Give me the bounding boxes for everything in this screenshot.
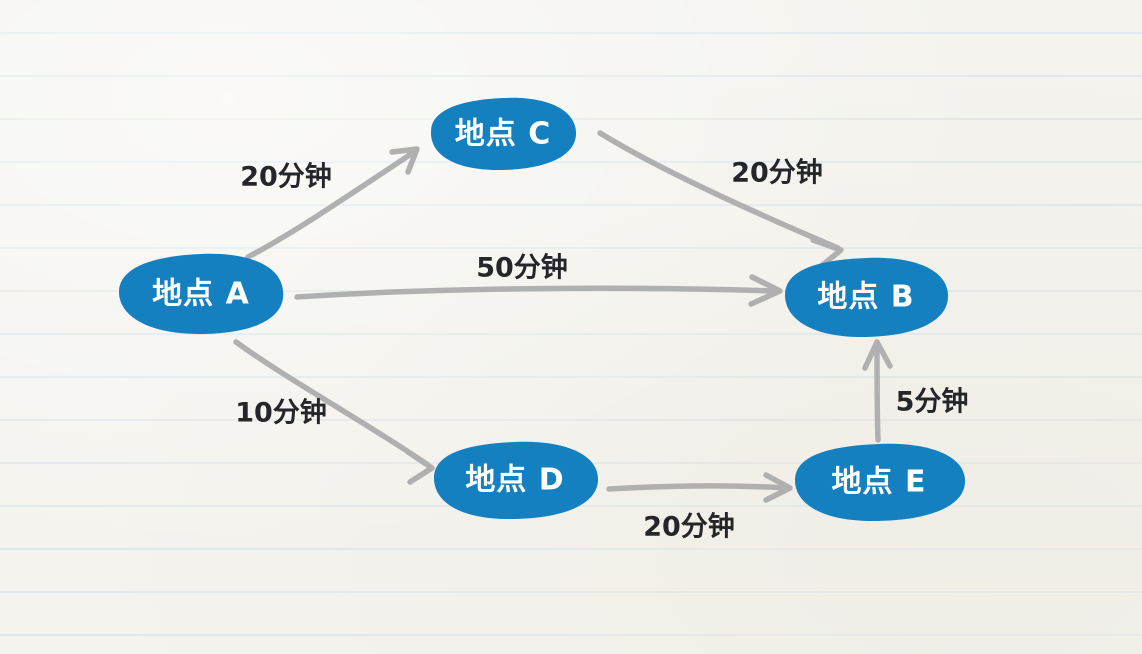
edge-a-to-d-line — [233, 339, 431, 468]
edge-e-to-b-arrowhead — [862, 339, 893, 371]
node-d-blob — [434, 441, 599, 520]
node-a-blob — [118, 253, 284, 335]
edge-a-to-c-label: 20分钟 — [240, 162, 332, 193]
edge-a-to-d: 10分钟 — [233, 339, 435, 485]
node-e-label: 地点 E — [832, 465, 927, 500]
node-e-blob — [795, 443, 966, 522]
node-c[interactable]: 地点 C — [430, 97, 577, 171]
edge-e-to-b: 5分钟 — [862, 339, 969, 443]
node-d[interactable]: 地点 D — [434, 441, 599, 520]
edge-c-to-b-label: 20分钟 — [731, 158, 823, 189]
edge-c-to-b: 20分钟 — [597, 130, 844, 270]
node-b-label: 地点 B — [817, 280, 914, 315]
edge-a-to-b: 50分钟 — [294, 253, 783, 307]
edge-e-to-b-label: 5分钟 — [896, 387, 969, 418]
node-c-blob — [430, 97, 577, 171]
edge-d-to-e-arrowhead — [763, 472, 793, 503]
edge-a-to-d-label: 10分钟 — [235, 398, 327, 429]
edge-a-to-c: 20分钟 — [240, 146, 420, 260]
edge-c-to-b-arrowhead — [810, 237, 844, 270]
edge-d-to-e-label: 20分钟 — [643, 512, 735, 543]
edge-a-to-b-label: 50分钟 — [476, 253, 568, 284]
edge-a-to-c-arrowhead — [389, 146, 420, 175]
edge-a-to-b-line — [294, 285, 778, 300]
node-b[interactable]: 地点 B — [785, 257, 949, 338]
edge-d-to-e: 20分钟 — [606, 472, 793, 543]
node-d-label: 地点 D — [465, 463, 564, 498]
node-b-blob — [785, 257, 949, 338]
edge-e-to-b-line — [874, 343, 881, 443]
node-e[interactable]: 地点 E — [795, 443, 966, 522]
edge-c-to-b-line — [597, 130, 841, 251]
edge-a-to-b-arrowhead — [748, 274, 783, 307]
edge-d-to-e-line — [606, 483, 789, 492]
node-a-label: 地点 A — [152, 277, 250, 312]
edge-a-to-d-arrowhead — [405, 449, 435, 485]
edge-a-to-c-line — [245, 149, 417, 260]
node-a[interactable]: 地点 A — [118, 253, 284, 335]
node-c-label: 地点 C — [455, 117, 551, 152]
